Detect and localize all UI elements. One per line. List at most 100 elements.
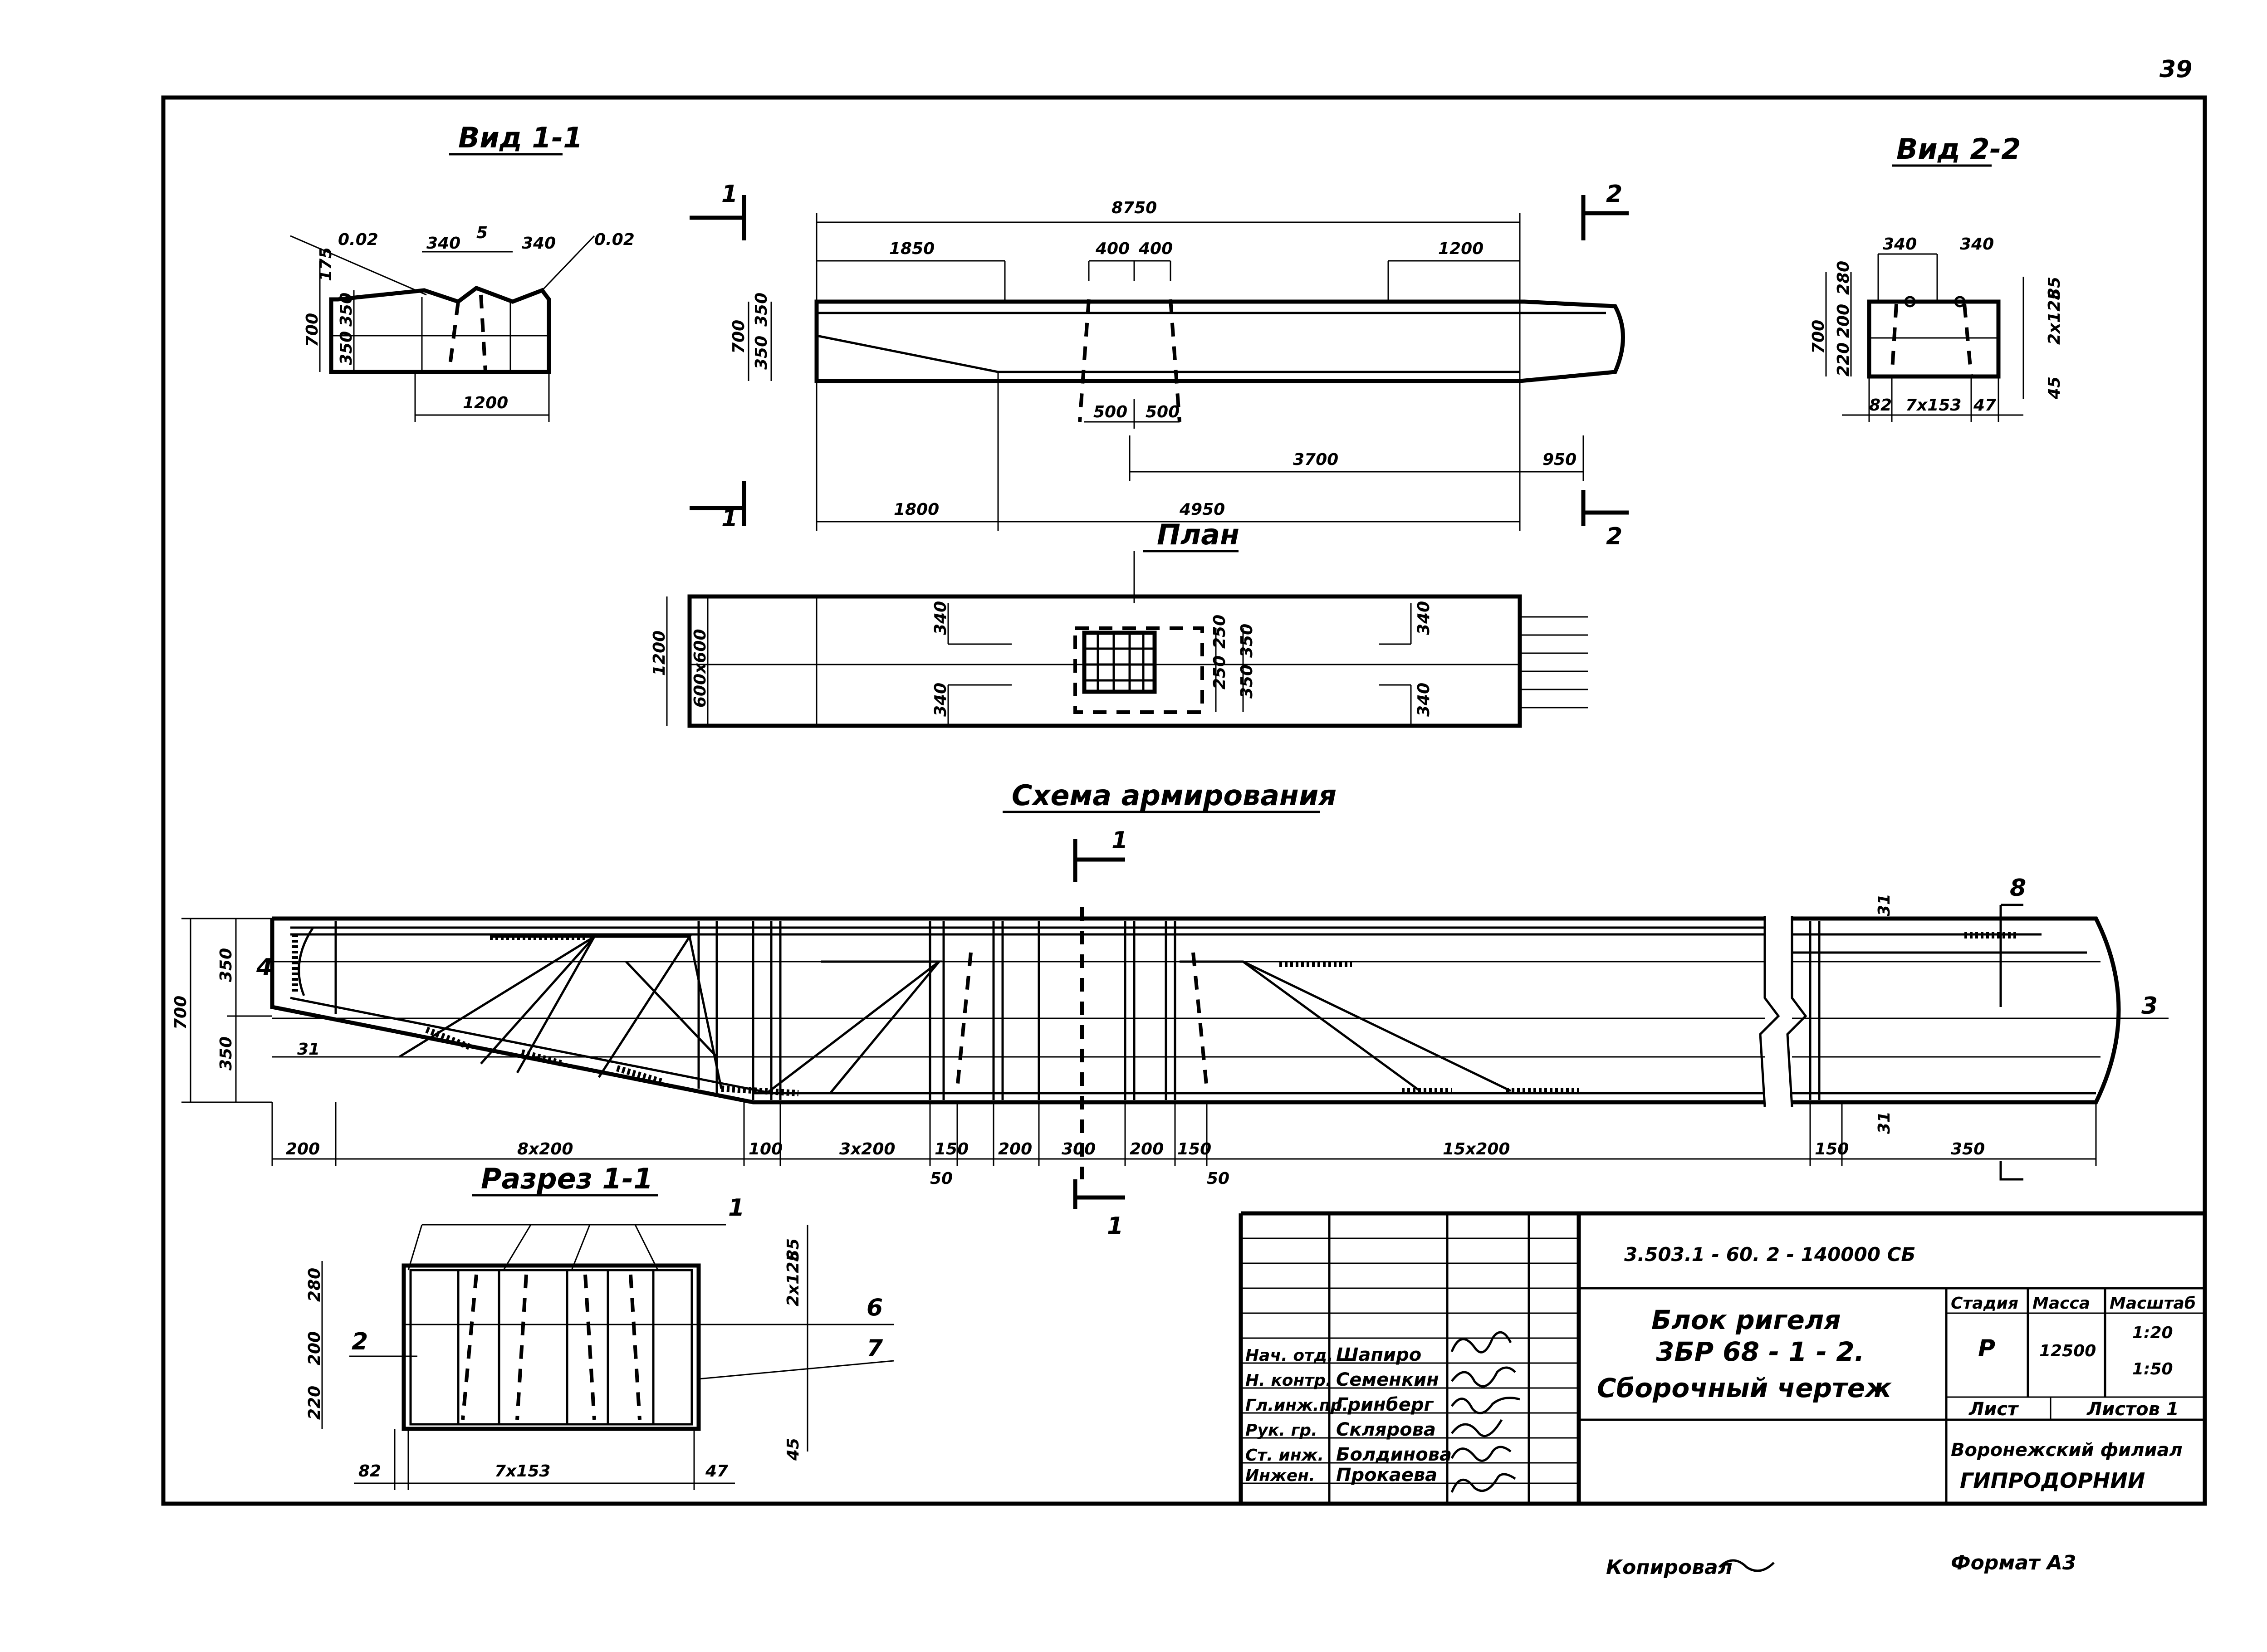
v11-w1: 340 <box>426 234 460 253</box>
copier-signature <box>1719 1559 1775 1572</box>
scheme-off-31a: 31 <box>297 1040 320 1059</box>
view-1-1: Вид 1-1 0.02 0.02 340 5 340 175 700 350 … <box>290 121 635 422</box>
name-2: Гринберг <box>1336 1394 1434 1415</box>
plan-half: 600х600 <box>691 629 710 708</box>
doc-code: 3.503.1 - 60. 2 - 140000 СБ <box>1624 1243 1915 1266</box>
scheme-s150b: 150 <box>1177 1140 1211 1158</box>
role-3: Рук. гр. <box>1245 1421 1317 1440</box>
scheme-h-lower: 350 <box>217 1036 235 1070</box>
scale-1: 1:20 <box>2132 1324 2173 1342</box>
v22-h-total: 700 <box>1809 320 1828 354</box>
plan-g1: 250 <box>1210 615 1229 649</box>
v11-h-total: 700 <box>303 313 322 347</box>
plan-d2: 340 <box>931 683 950 717</box>
section-pos-6: 6 <box>867 1294 883 1321</box>
scheme-spacing-3: 3x200 <box>839 1140 895 1158</box>
section-pos-7: 7 <box>867 1335 883 1362</box>
elev-h-upper: 350 <box>752 293 771 327</box>
title-line2: 3БР 68 - 1 - 2. <box>1656 1336 1865 1367</box>
elev-bottom-a: 500 <box>1093 403 1127 421</box>
stirrups <box>334 921 1821 1100</box>
section-bottom-left: 82 <box>358 1462 381 1481</box>
plan-view: План 250 350 350 250 <box>650 518 1588 728</box>
elev-cut-1-top: 1 <box>721 181 738 208</box>
v22-bottom-mid: 7x153 <box>1905 396 1961 415</box>
role-4: Ст. инж. <box>1245 1446 1324 1465</box>
elev-span-3700: 3700 <box>1293 450 1338 469</box>
elev-end-950: 950 <box>1542 450 1577 469</box>
scheme-off-31b: 31 <box>1875 894 1894 916</box>
title-block: Нач. отд. Шапиро Н. контр. Семенкин Гл.и… <box>1239 1211 2205 1504</box>
scheme-pos-8: 8 <box>2010 875 2026 902</box>
elevation-view: 1 1 2 2 8750 1850 400 400 1200 70 <box>690 181 1629 550</box>
plan-title: План <box>1157 518 1239 551</box>
name-3: Склярова <box>1336 1419 1436 1440</box>
scheme-cut-1-bot: 1 <box>1107 1212 1123 1240</box>
scheme-spacing-15: 15x200 <box>1443 1140 1510 1158</box>
scheme-h-total: 700 <box>171 996 190 1030</box>
v11-gap: 5 <box>476 224 488 242</box>
stage-value: Р <box>1978 1335 1995 1362</box>
view-1-1-title: Вид 1-1 <box>458 121 583 154</box>
elev-base-left: 1800 <box>894 500 939 519</box>
scheme-cut-1-top: 1 <box>1111 827 1128 854</box>
v11-slope-left: 0.02 <box>338 230 378 249</box>
elev-bottom-b: 500 <box>1146 403 1180 421</box>
scheme-end-350: 350 <box>1951 1140 1985 1158</box>
plan-d4: 340 <box>1415 683 1433 717</box>
v22-bottom-left: 82 <box>1869 396 1892 415</box>
v22-w1: 340 <box>1883 235 1917 254</box>
page-number: 39 <box>2159 56 2192 83</box>
scheme-off-31c: 31 <box>1875 1111 1894 1134</box>
elev-right-seg: 1200 <box>1438 239 1484 258</box>
plan-d1: 340 <box>931 601 950 635</box>
section-h3: 220 <box>305 1386 324 1420</box>
signatures <box>1450 1331 1520 1493</box>
role-5: Инжен. <box>1245 1466 1315 1485</box>
footer-copied: Копировал <box>1606 1556 1733 1579</box>
mass-header: Масса <box>2032 1294 2090 1313</box>
role-1: Н. контр. <box>1245 1371 1332 1390</box>
elev-h-total: 700 <box>730 320 748 354</box>
plan-g4: 250 <box>1210 655 1229 689</box>
view-2-2: Вид 2-2 340 340 700 280 200 220 85 2x125… <box>1809 132 2064 422</box>
scheme-s150c: 150 <box>1815 1140 1849 1158</box>
org-line2: ГИПРОДОРНИИ <box>1960 1468 2145 1493</box>
elev-base-right: 4950 <box>1179 500 1225 519</box>
v11-w2: 340 <box>522 234 556 253</box>
v11-width: 1200 <box>463 394 508 412</box>
scheme-spacing-8: 8x200 <box>517 1140 573 1158</box>
v22-w2: 340 <box>1960 235 1994 254</box>
scheme-h-upper: 350 <box>217 948 235 982</box>
v22-bottom-right: 47 <box>1973 396 1996 415</box>
v11-h-top: 175 <box>317 247 335 281</box>
scheme-left-off: 200 <box>286 1140 320 1158</box>
v22-side-c: 45 <box>2045 376 2064 400</box>
view-2-2-title: Вид 2-2 <box>1896 132 2021 166</box>
plan-width: 1200 <box>650 630 669 676</box>
elev-mid-a: 400 <box>1095 239 1130 258</box>
elev-cut-2-top: 2 <box>1606 181 1622 208</box>
sheet-frame <box>161 95 2207 1506</box>
elev-h-lower: 350 <box>752 336 771 370</box>
role-2: Гл.инж.пр. <box>1245 1396 1348 1415</box>
v22-h2: 200 <box>1834 304 1853 338</box>
plan-g3: 350 <box>1238 665 1256 699</box>
name-0: Шапиро <box>1336 1344 1421 1365</box>
name-5: Прокаева <box>1336 1465 1437 1486</box>
scheme-s50b: 50 <box>1207 1169 1229 1188</box>
v11-h-upper: 350 <box>337 293 356 327</box>
section-pos-2: 2 <box>352 1328 368 1355</box>
footer-format: Формат А3 <box>1951 1551 2076 1574</box>
section-pos-1: 1 <box>728 1194 744 1222</box>
section-s3: 45 <box>784 1438 803 1461</box>
elev-cut-1-bot: 1 <box>721 505 738 532</box>
scheme-pos-4: 4 <box>256 954 273 981</box>
v11-h-lower: 350 <box>337 331 356 365</box>
elev-mid-b: 400 <box>1138 239 1173 258</box>
scale-header: Масштаб <box>2110 1294 2196 1313</box>
plan-bars <box>1520 616 1588 709</box>
scheme-pos-3: 3 <box>2141 992 2158 1020</box>
plan-g2: 350 <box>1238 624 1256 658</box>
scheme-s50a: 50 <box>930 1169 953 1188</box>
